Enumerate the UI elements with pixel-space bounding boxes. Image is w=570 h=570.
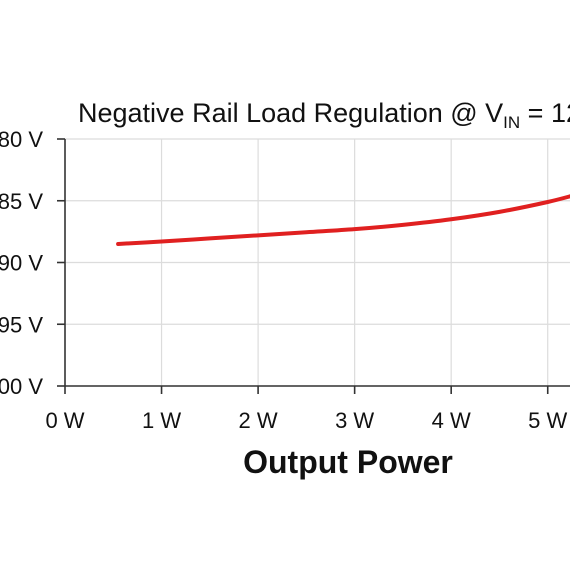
x-tick-label: 3 W xyxy=(335,408,374,433)
axes xyxy=(57,138,570,394)
y-tick-label: -4.85 V xyxy=(0,189,43,214)
tick-labels: -4.80 V -4.85 V -4.90 V -4.95 V -5.00 V0 W 1 … xyxy=(0,127,568,433)
series-layer xyxy=(116,194,570,246)
x-tick-label: 2 W xyxy=(239,408,278,433)
y-tick-label: -4.95 V xyxy=(0,312,43,337)
x-tick-label: 5 W xyxy=(528,408,567,433)
x-axis-label: Output Power xyxy=(243,444,453,480)
x-tick-label: 4 W xyxy=(432,408,471,433)
chart-title-main: Negative Rail Load Regulation @ V xyxy=(78,98,503,128)
y-tick-label: -5.00 V xyxy=(0,374,43,399)
y-tick-label: -4.80 V xyxy=(0,127,43,152)
chart-title-tail: = 12 V xyxy=(520,98,570,128)
x-tick-label: 1 W xyxy=(142,408,181,433)
y-tick-label: -4.90 V xyxy=(0,251,43,276)
x-tick-label: 0 W xyxy=(45,408,84,433)
chart-title-subscript: IN xyxy=(503,113,520,132)
chart-title: Negative Rail Load Regulation @ VIN = 12… xyxy=(78,98,570,132)
series-line xyxy=(116,194,570,246)
grid xyxy=(65,138,570,387)
